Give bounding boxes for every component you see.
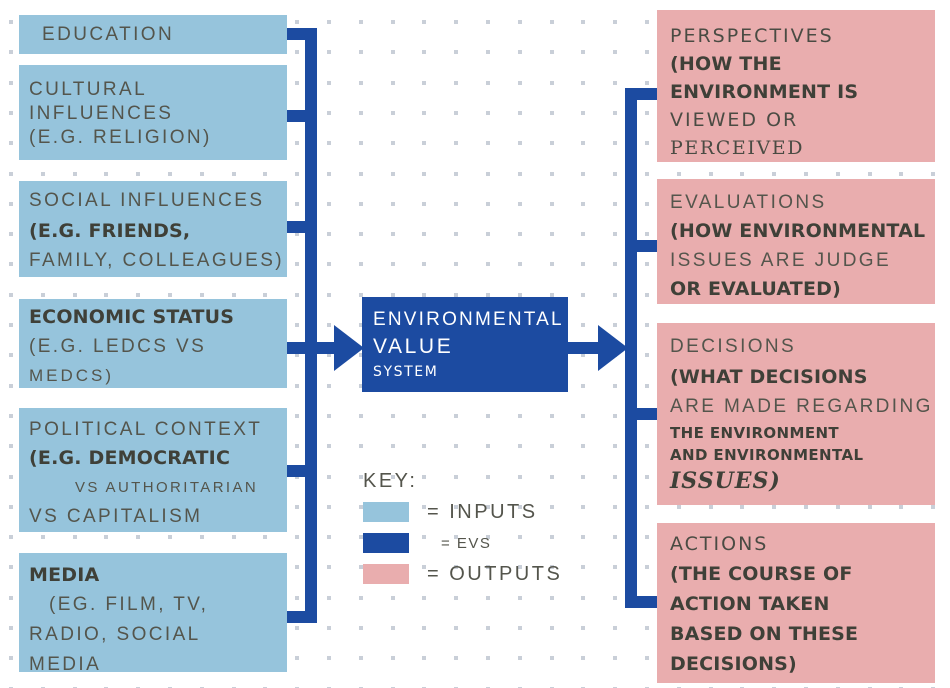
text-line: (E.G. LEDCS VS bbox=[29, 336, 207, 357]
outputs-bracket-vertical bbox=[625, 88, 637, 608]
input-box-media: MEDIA (EG. FILM, TV, RADIO, SOCIAL MEDIA bbox=[19, 553, 287, 675]
text-line: POLITICAL CONTEXT bbox=[29, 419, 263, 440]
text-line: BASED ON THESE bbox=[670, 623, 859, 645]
text-line: (HOW ENVIRONMENTAL bbox=[670, 220, 926, 242]
evs-center-box: ENVIRONMENTAL VALUE SYSTEM bbox=[362, 297, 568, 392]
key-label-outputs: = OUTPUTS bbox=[427, 562, 563, 585]
output-box-decisions: DECISIONS (WHAT DECISIONS ARE MADE REGARDI… bbox=[657, 323, 935, 505]
outputs-bracket-elbow-bottom bbox=[625, 596, 658, 608]
text-line: ARE MADE REGARDING bbox=[670, 396, 933, 417]
key-title: KEY: bbox=[363, 470, 418, 492]
key-row-evs: = EVS bbox=[363, 533, 562, 553]
arrow-shaft bbox=[566, 342, 600, 354]
text-line: ISSUES) bbox=[670, 468, 781, 494]
key-row-outputs: = OUTPUTS bbox=[363, 562, 563, 585]
key-row-inputs: = INPUTS bbox=[363, 500, 562, 523]
text-line: EVALUATIONS bbox=[670, 192, 827, 213]
inputs-bracket-vertical bbox=[305, 28, 317, 623]
text-line: ACTIONS bbox=[670, 533, 769, 555]
input-box-economic-status: ECONOMIC STATUS (E.G. LEDCS VS MEDCS) bbox=[19, 299, 287, 388]
text-line: SOCIAL INFLUENCES bbox=[29, 190, 265, 211]
evs-title-line: ENVIRONMENTAL bbox=[373, 309, 564, 330]
output-box-actions: ACTIONS (THE COURSE OF ACTION TAKEN BASED O… bbox=[657, 523, 935, 683]
input-box-political-context: POLITICAL CONTEXT (E.G. DEMOCRATIC VS AUTH… bbox=[19, 408, 287, 532]
text-line: FAMILY, COLLEAGUES) bbox=[29, 250, 285, 271]
text-line: MEDCS) bbox=[29, 366, 115, 385]
text-line: THE ENVIRONMENT bbox=[670, 424, 840, 442]
text-line: (HOW THE bbox=[670, 53, 782, 75]
text-line: ACTION TAKEN bbox=[670, 593, 830, 615]
text-line: ISSUES ARE JUDGE bbox=[670, 250, 892, 271]
text-line: VS CAPITALISM bbox=[29, 506, 203, 527]
output-box-perspectives: PERSPECTIVES (HOW THE ENVIRONMENT IS VIEWED… bbox=[657, 10, 935, 162]
inputs-bracket-elbow-top bbox=[286, 28, 317, 40]
text-line: DECISIONS bbox=[670, 336, 797, 357]
outputs-bracket-stub-decisions bbox=[637, 408, 658, 420]
inputs-arrow bbox=[287, 325, 365, 371]
text-line: DECISIONS) bbox=[670, 653, 797, 675]
evs-title-line: SYSTEM bbox=[373, 364, 439, 380]
inputs-bracket-stub-political bbox=[286, 465, 306, 477]
text-line: (E.G. FRIENDS, bbox=[29, 220, 191, 242]
text-line: (WHAT DECISIONS bbox=[670, 366, 868, 388]
text-line: VIEWED OR bbox=[670, 109, 799, 131]
inputs-bracket-stub-social bbox=[286, 221, 306, 233]
text-line: ECONOMIC STATUS bbox=[29, 306, 235, 328]
text-line: EDUCATION bbox=[42, 24, 175, 45]
key-swatch-evs bbox=[363, 533, 409, 553]
key-legend: KEY: = INPUTS = EVS = OUTPUTS bbox=[363, 470, 562, 595]
arrow-shaft bbox=[287, 342, 337, 354]
text-line: OR EVALUATED) bbox=[670, 278, 841, 300]
text-line: CULTURAL bbox=[29, 79, 148, 100]
text-line: ENVIRONMENT IS bbox=[670, 81, 859, 103]
inputs-bracket-stub-cultural bbox=[286, 110, 306, 122]
outputs-bracket-elbow-top bbox=[625, 88, 658, 100]
text-line: (THE COURSE OF bbox=[670, 563, 853, 585]
text-line: PERCEIVED bbox=[670, 137, 805, 159]
key-swatch-outputs bbox=[363, 564, 409, 584]
text-line: INFLUENCES bbox=[29, 103, 174, 124]
output-box-evaluations: EVALUATIONS (HOW ENVIRONMENTAL ISSUES ARE … bbox=[657, 179, 935, 304]
key-label-inputs: = INPUTS bbox=[427, 500, 538, 523]
text-line: MEDIA bbox=[29, 564, 100, 586]
text-line: RADIO, SOCIAL bbox=[29, 624, 201, 645]
arrow-right-icon bbox=[334, 325, 364, 371]
arrow-right-icon bbox=[598, 325, 628, 371]
input-box-social-influences: SOCIAL INFLUENCES (E.G. FRIENDS, FAMILY, C… bbox=[19, 181, 287, 277]
key-label-evs: = EVS bbox=[441, 534, 492, 552]
text-line: (EG. FILM, TV, bbox=[49, 594, 209, 615]
text-line: PERSPECTIVES bbox=[670, 25, 834, 47]
text-line: (E.G. DEMOCRATIC bbox=[29, 447, 231, 469]
evs-title-line: VALUE bbox=[373, 335, 454, 358]
key-swatch-inputs bbox=[363, 502, 409, 522]
text-line: AND ENVIRONMENTAL bbox=[670, 446, 864, 464]
text-line: VS AUTHORITARIAN bbox=[75, 479, 259, 496]
outputs-bracket-stub-evaluations bbox=[637, 240, 658, 252]
text-line: MEDIA bbox=[29, 654, 102, 675]
inputs-bracket-elbow-bottom bbox=[286, 611, 317, 623]
input-box-cultural-influences: CULTURAL INFLUENCES (E.G. RELIGION) bbox=[19, 65, 287, 160]
outputs-arrow bbox=[566, 325, 628, 371]
text-line: (E.G. RELIGION) bbox=[29, 127, 212, 148]
input-box-education: EDUCATION bbox=[19, 15, 287, 54]
